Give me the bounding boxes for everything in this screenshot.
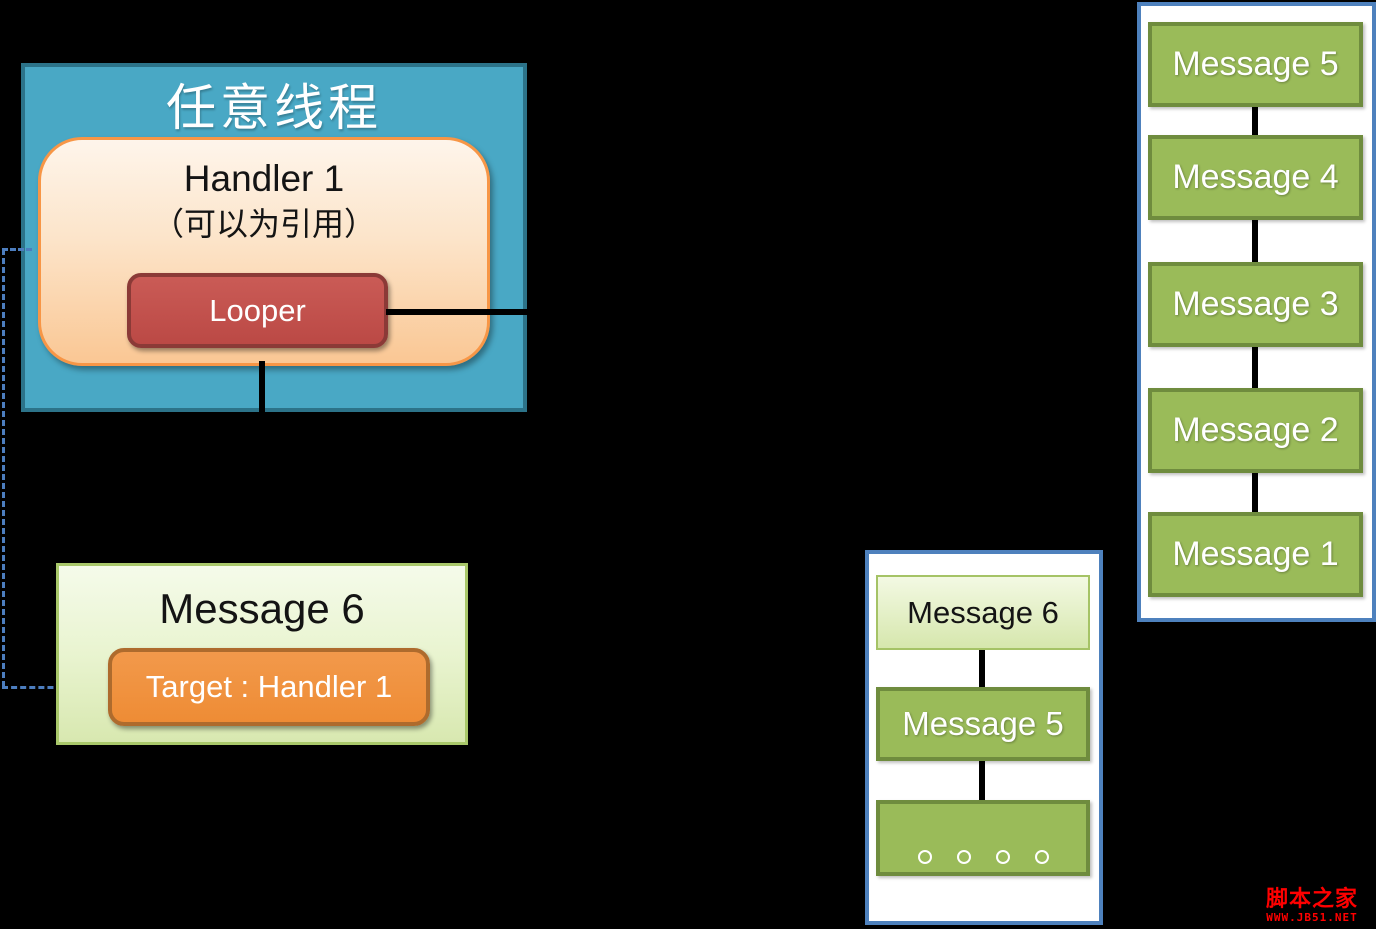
target-box: Target : Handler 1 bbox=[108, 648, 430, 726]
enqueue-arrow-stem bbox=[979, 534, 985, 560]
ellipsis-dot bbox=[1034, 849, 1049, 864]
queue-connector bbox=[1252, 107, 1258, 135]
ellipsis-dot bbox=[917, 849, 932, 864]
handler-title: Handler 1 bbox=[183, 158, 345, 199]
looper-label: Looper bbox=[209, 292, 306, 328]
queue-window-item-message5: Message 5 bbox=[876, 687, 1090, 761]
looper-box: Looper bbox=[127, 273, 388, 348]
message6-card-title: Message 6 bbox=[159, 585, 365, 632]
message-box: Message 5 bbox=[1148, 22, 1363, 107]
queue-window-item-message6: Message 6 bbox=[876, 575, 1090, 650]
thread-title: 任意线程 bbox=[166, 80, 382, 136]
message-box: Message 2 bbox=[1148, 388, 1363, 473]
queue-window-connector bbox=[979, 650, 985, 687]
watermark-url: WWW.JB51.NET bbox=[1266, 911, 1358, 924]
message-box: Message 4 bbox=[1148, 135, 1363, 220]
queue-connector bbox=[1252, 347, 1258, 388]
queue-window-connector bbox=[979, 761, 985, 800]
ellipsis-dot bbox=[956, 849, 971, 864]
queue-connector bbox=[1252, 473, 1258, 512]
ellipsis-dot bbox=[995, 849, 1010, 864]
target-label: Target : Handler 1 bbox=[145, 669, 393, 704]
looper-to-queue-line bbox=[386, 309, 1142, 315]
handler-subtitle: （可以为引用） bbox=[151, 206, 376, 242]
message-card-exit-line bbox=[464, 651, 482, 657]
handler-down-line bbox=[259, 361, 265, 567]
message-box: Message 1 bbox=[1148, 512, 1363, 597]
dashed-reference-line-top bbox=[2, 248, 32, 251]
dashed-reference-line-vertical bbox=[2, 249, 5, 687]
watermark-title: 脚本之家 bbox=[1265, 886, 1358, 911]
queue-connector bbox=[1252, 220, 1258, 262]
watermark: 脚本之家 WWW.JB51.NET bbox=[1256, 886, 1368, 925]
queue-window-item-ellipsis bbox=[876, 800, 1090, 876]
message-box: Message 3 bbox=[1148, 262, 1363, 347]
dashed-reference-line-bottom bbox=[2, 686, 108, 689]
